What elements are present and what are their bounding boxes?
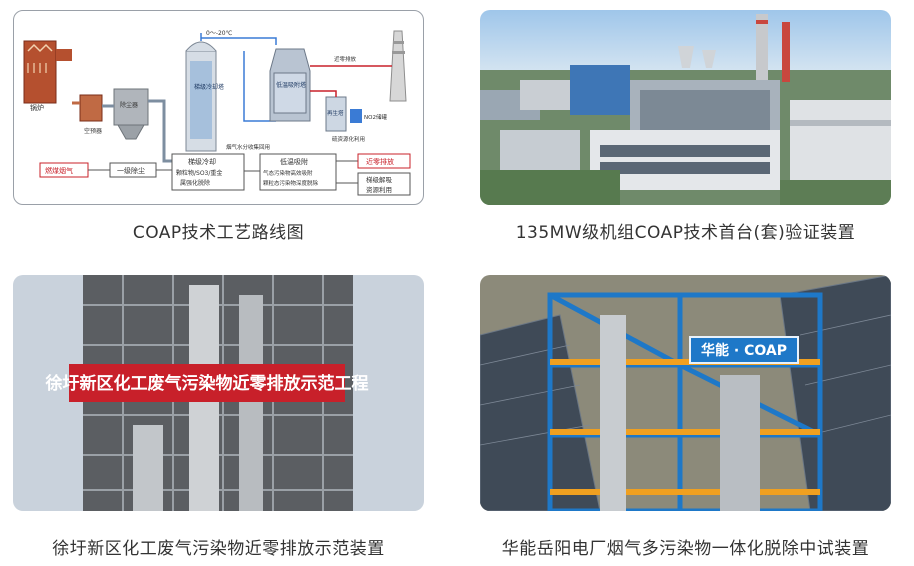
tower3-label: 再生塔 <box>327 109 344 117</box>
dust-collector-unit: 除尘器 <box>102 88 149 140</box>
yueyang-pilot-photo: 华能 · COAP <box>480 275 891 511</box>
boiler-label: 锅炉 <box>30 103 44 112</box>
caption-xuwei-demo: 徐圩新区化工废气污染物近零排放示范装置 <box>52 539 385 559</box>
process-diagram-svg: 锅炉 空预器 除尘器 梯级冷却塔 <box>23 30 411 196</box>
water-recovery-label: 烟气水分收集回用 <box>226 143 270 151</box>
caption-yueyang-pilot: 华能岳阳电厂烟气多污染物一体化脱除中试装置 <box>501 539 870 559</box>
flow-stage1: 一级除尘 <box>117 166 145 175</box>
flow-box2-line1: 颗粒物/SO3/重金 <box>176 169 222 177</box>
near-zero-label: 近零排放 <box>334 55 357 63</box>
flow-out2-line1: 梯级解吸 <box>366 175 393 184</box>
process-diagram: 锅炉 空预器 除尘器 梯级冷却塔 <box>13 10 424 205</box>
nox-tank: NO2储罐 硫资源化利用 <box>332 109 387 143</box>
resource-label: 硫资源化利用 <box>332 135 365 143</box>
boiler-unit: 锅炉 <box>23 40 72 112</box>
tower1-label: 梯级冷却塔 <box>194 83 224 91</box>
flow-row: 燃煤烟气 一级除尘 梯级冷却 颗粒物/SO3/重金 属强化脱除 低温吸附 气态污… <box>39 153 411 196</box>
flow-box2-title: 梯级冷却 <box>188 157 216 166</box>
regeneration-tower: 再生塔 <box>310 90 347 132</box>
adsorption-tower: 低温吸附塔 <box>269 48 311 122</box>
nox-label: NO2储罐 <box>364 113 387 121</box>
dust-collector-label: 除尘器 <box>120 101 138 109</box>
flow-box2-line2: 属强化脱除 <box>180 179 210 187</box>
xuwei-demo-svg: 徐圩新区化工废气污染物近零排放示范工程 <box>13 275 424 511</box>
flow-box3-line1: 气态污染物高效吸附 <box>263 169 313 177</box>
sign-background <box>689 336 799 364</box>
caption-verification-plant: 135MW级机组COAP技术首台(套)验证装置 <box>515 223 856 243</box>
flow-flue-gas: 燃煤烟气 <box>45 166 73 175</box>
yueyang-pilot-svg: 华能 · COAP <box>480 275 891 511</box>
tower2-label: 低温吸附塔 <box>276 81 306 89</box>
flow-box3-title: 低温吸附 <box>280 157 308 166</box>
flow-box3-line2: 颗粒态污染物深度脱除 <box>263 179 319 187</box>
preheater-unit: 空预器 <box>72 94 103 135</box>
banner-background <box>69 364 345 402</box>
plant-aerial-photo <box>480 10 891 205</box>
preheater-label: 空预器 <box>84 127 102 135</box>
sign-text: 华能 · COAP <box>701 342 787 359</box>
banner-text: 徐圩新区化工废气污染物近零排放示范工程 <box>45 373 369 394</box>
flow-out2-line2: 资源利用 <box>366 185 392 194</box>
caption-process-diagram: COAP技术工艺路线图 <box>132 223 305 243</box>
cooling-tower: 梯级冷却塔 <box>185 41 224 152</box>
chimney: 近零排放 <box>310 30 407 102</box>
plant-aerial-svg <box>480 10 891 205</box>
flow-out1: 近零排放 <box>366 157 394 166</box>
temp-range: 0～-20℃ <box>206 30 233 37</box>
xuwei-demo-photo: 徐圩新区化工废气污染物近零排放示范工程 <box>13 275 424 511</box>
